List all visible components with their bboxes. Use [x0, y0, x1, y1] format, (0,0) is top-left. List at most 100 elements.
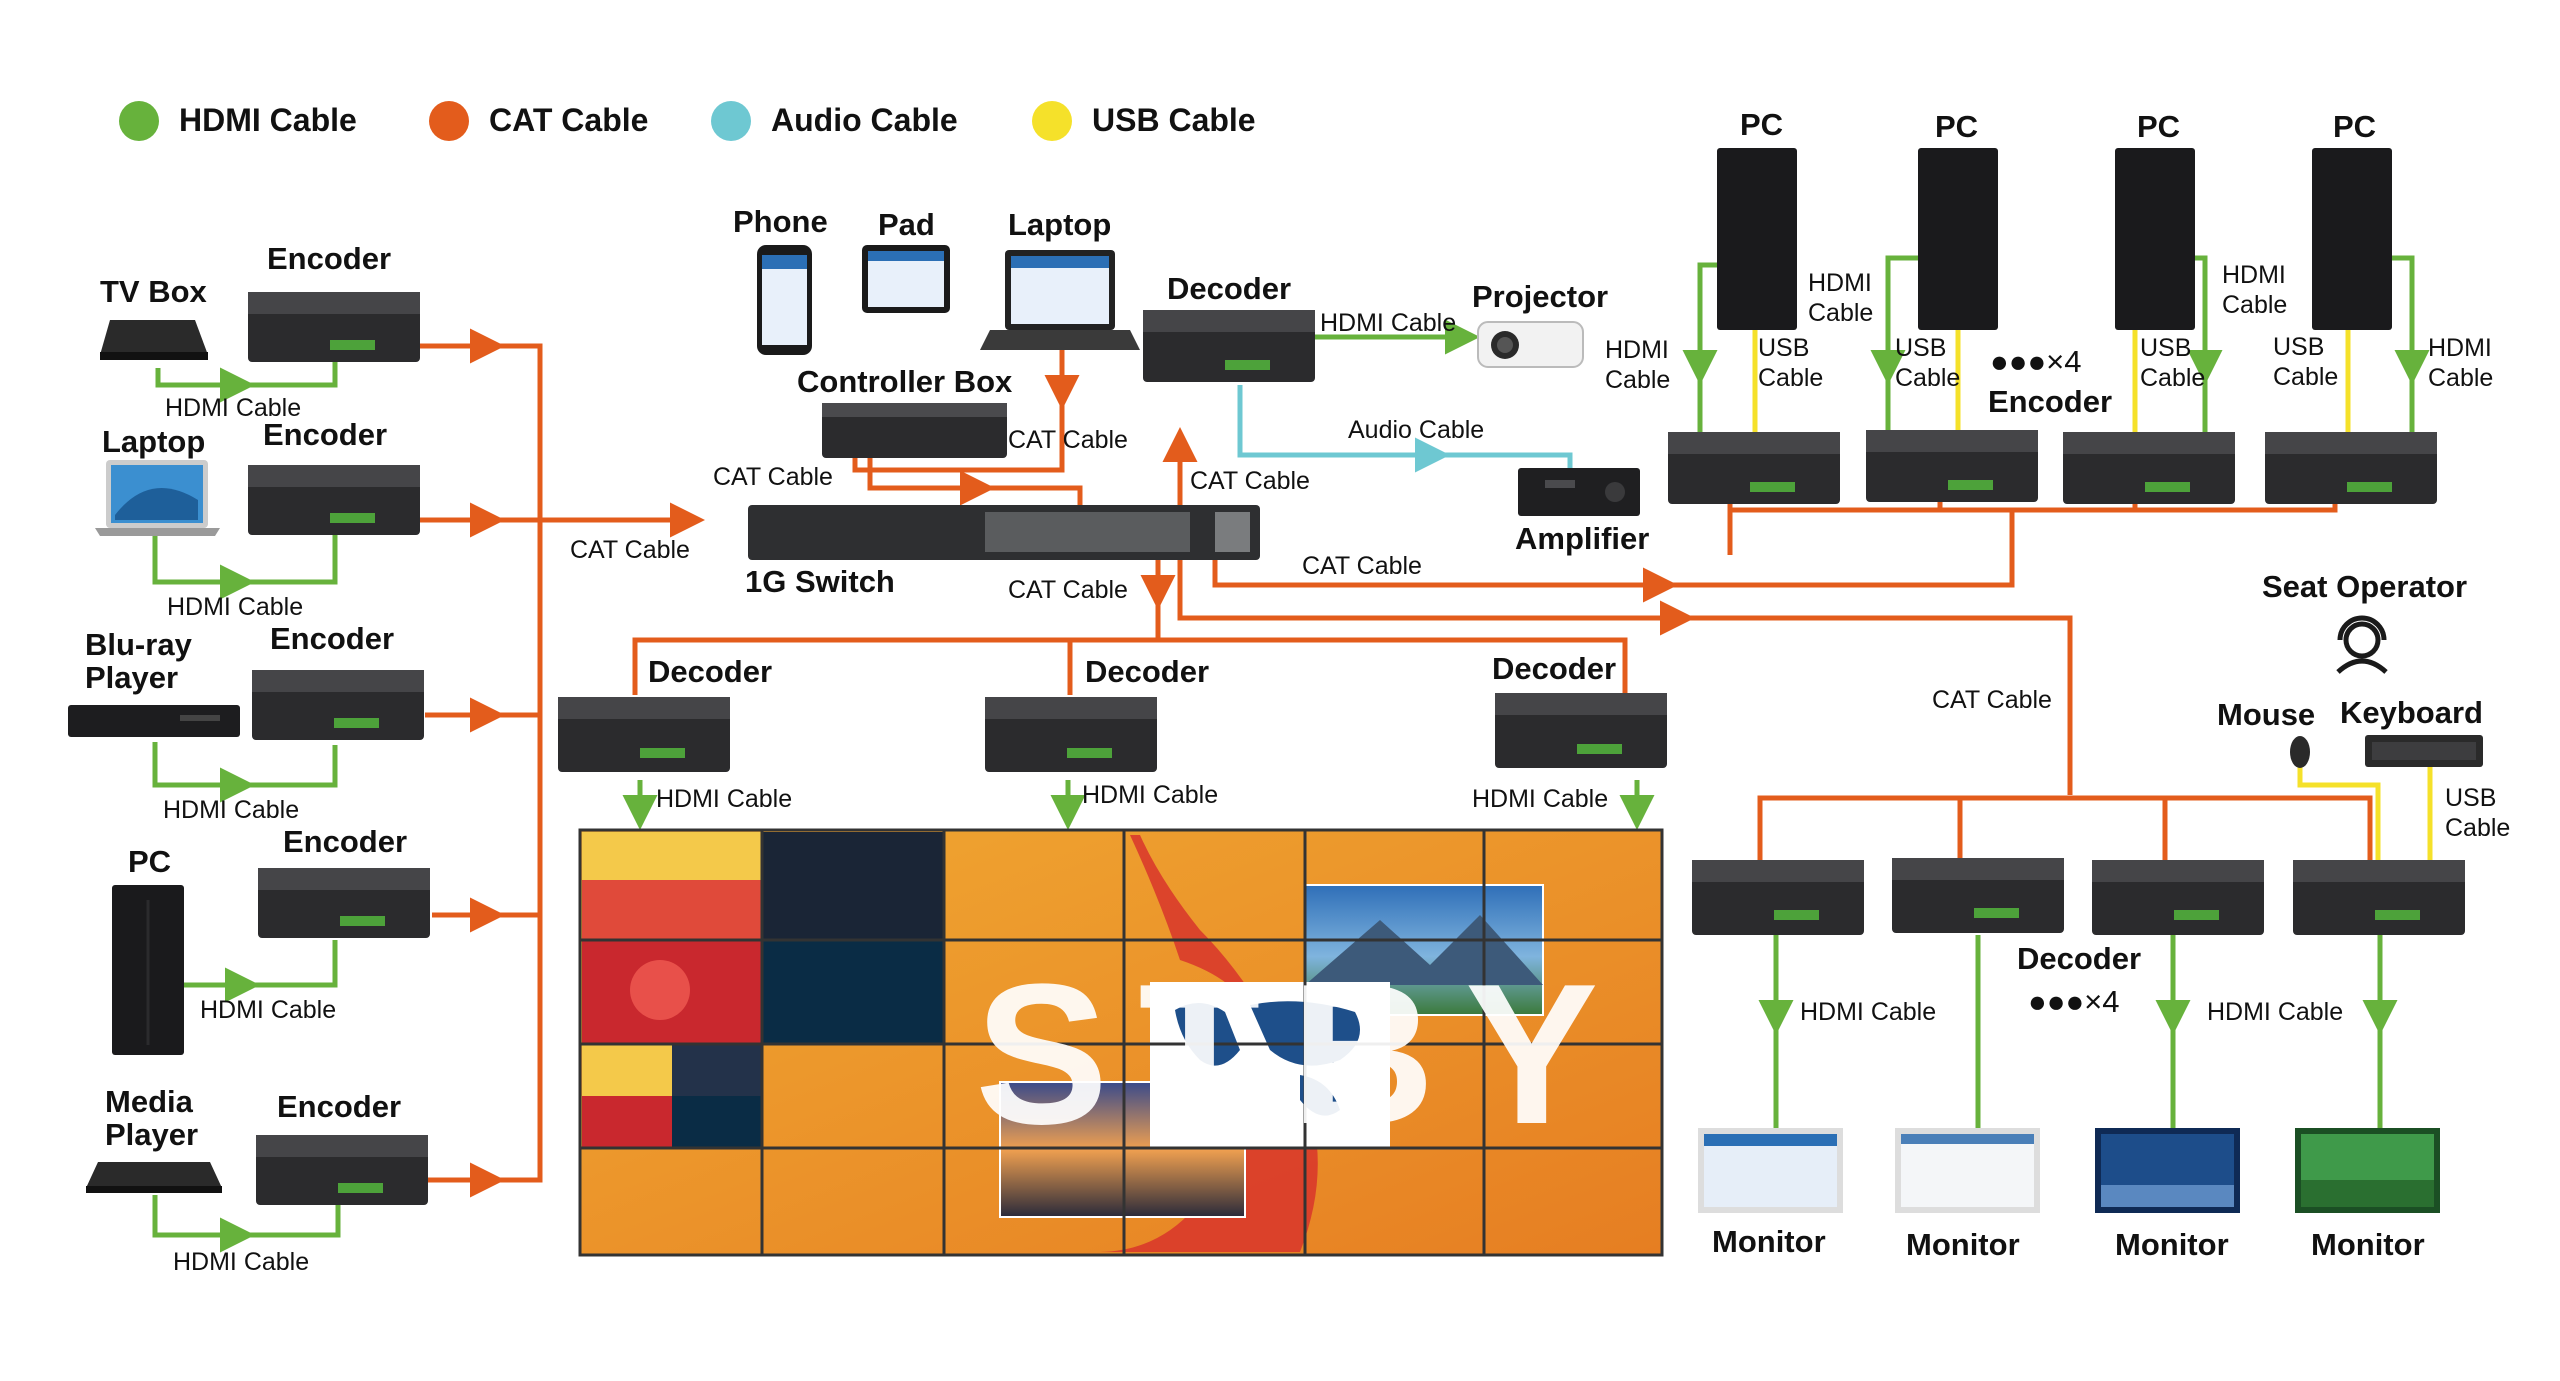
decoder-label: Decoder — [1085, 654, 1210, 689]
hdmi-cable-label: HDMI Cable — [1082, 781, 1219, 809]
hdmi-cable-label: HDMI Cable — [165, 394, 302, 422]
encoder-box — [248, 292, 420, 362]
hdmi-cable-label: HDMI Cable — [163, 796, 300, 824]
seat-operator-label: Seat Operator — [2262, 569, 2468, 604]
audio-cable — [1237, 385, 1573, 473]
legend-cat-dot — [429, 101, 469, 141]
usb-cable-label: USB Cable — [2445, 784, 2511, 842]
decoder-box — [2293, 860, 2465, 935]
monitor-screen — [2295, 1128, 2440, 1213]
hdmi-cable-label: HDMI Cable — [1808, 269, 1874, 327]
pc-source-device — [112, 885, 184, 1055]
legend-audio-label: Audio Cable — [771, 102, 958, 138]
hdmi-cable-label: HDMI Cable — [656, 785, 793, 813]
mouse-device — [2290, 736, 2310, 768]
cat-cable-label: CAT Cable — [1008, 576, 1128, 604]
network-switch — [748, 505, 1260, 560]
keyboard-label: Keyboard — [2340, 695, 2483, 730]
media-player-device — [86, 1162, 222, 1193]
hdmi-cable-label: HDMI Cable — [173, 1248, 310, 1276]
encoder-box — [256, 1135, 428, 1205]
encoder-box — [258, 868, 430, 938]
monitors — [1698, 1128, 2440, 1213]
decoder-box — [558, 697, 730, 772]
monitor-label: Monitor — [2115, 1227, 2229, 1262]
times4-label: ●●●×4 — [2028, 984, 2120, 1019]
monitor-label: Monitor — [1712, 1224, 1826, 1259]
hdmi-cable-label: HDMI Cable — [2207, 998, 2344, 1026]
usb-cables — [1752, 330, 2433, 860]
decoder-box — [985, 697, 1157, 772]
decoder-label: Decoder — [1492, 651, 1617, 686]
decoder-box — [2092, 860, 2264, 935]
pc-tower — [1717, 148, 1797, 330]
laptop-controller-label: Laptop — [1008, 207, 1112, 242]
encoder-box — [248, 465, 420, 535]
pc-tower — [2312, 148, 2392, 330]
hdmi-cable-label: HDMI Cable — [1472, 785, 1609, 813]
monitor-label: Monitor — [2311, 1227, 2425, 1262]
usb-cable-label: USB Cable — [1895, 334, 1961, 392]
encoder-label: Encoder — [263, 417, 388, 452]
legend — [119, 101, 1072, 141]
times4-label: ●●●×4 — [1990, 344, 2082, 379]
legend-cat-label: CAT Cable — [489, 102, 649, 138]
pc-tower — [2115, 148, 2195, 330]
keyboard-device — [2365, 735, 2483, 767]
pc-label: PC — [1935, 109, 1979, 144]
encoder-box — [2063, 432, 2235, 504]
encoder-label: Encoder — [277, 1089, 402, 1124]
cat-cable-label: CAT Cable — [1190, 467, 1310, 495]
cat-cable-label: CAT Cable — [570, 536, 690, 564]
projector-label: Projector — [1472, 279, 1609, 314]
pad-device — [862, 245, 950, 313]
monitor-screen — [1895, 1128, 2040, 1213]
legend-usb-label: USB Cable — [1092, 102, 1256, 138]
tv-box-label: TV Box — [100, 274, 207, 309]
hdmi-cable-label: HDMI Cable — [1320, 309, 1457, 337]
pc-towers — [1717, 148, 2392, 330]
usb-cable-label: USB Cable — [1758, 334, 1824, 392]
tv-box-device — [100, 320, 208, 360]
audio-cable-label: Audio Cable — [1348, 416, 1485, 444]
legend-hdmi-dot — [119, 101, 159, 141]
legend-usb-dot — [1032, 101, 1072, 141]
cat-cable-label: CAT Cable — [1008, 426, 1128, 454]
hdmi-cable-label: HDMI Cable — [1605, 336, 1671, 394]
legend-hdmi-label: HDMI Cable — [179, 102, 357, 138]
encoder-box — [252, 670, 424, 740]
controller-box-device — [822, 403, 1007, 458]
pc-tower — [1918, 148, 1998, 330]
cat-cable-label: CAT Cable — [713, 463, 833, 491]
pad-label: Pad — [878, 207, 935, 242]
monitor-label: Monitor — [1906, 1227, 2020, 1262]
decoder-box — [1692, 860, 1864, 935]
bluray-device — [68, 705, 240, 737]
usb-cable-label: USB Cable — [2140, 334, 2206, 392]
projector-device — [1477, 321, 1584, 368]
bluray-label: Blu-ray Player — [85, 627, 192, 696]
encoder-box — [1668, 432, 1840, 504]
encoder-group-label: Encoder — [1988, 384, 2113, 419]
encoder-box — [1866, 430, 2038, 502]
media-player-label: Media Player — [105, 1084, 199, 1153]
decoder-box — [1892, 858, 2064, 933]
decoder-group-label: Decoder — [2017, 941, 2142, 976]
laptop-source-label: Laptop — [102, 424, 206, 459]
monitor-screen — [2095, 1128, 2240, 1213]
seat-operator-icon — [2336, 615, 2388, 674]
legend-audio-dot — [711, 101, 751, 141]
hdmi-cable-label: HDMI Cable — [2222, 261, 2288, 319]
usb-cable-label: USB Cable — [2273, 333, 2339, 391]
video-wall — [578, 828, 1664, 1257]
decoder-label: Decoder — [1167, 271, 1292, 306]
decoder-box — [1495, 693, 1667, 768]
laptop-controller-device — [980, 250, 1140, 350]
decoder-label: Decoder — [648, 654, 773, 689]
encoder-label: Encoder — [270, 621, 395, 656]
amplifier-label: Amplifier — [1515, 521, 1650, 556]
phone-device — [757, 245, 812, 355]
mouse-label: Mouse — [2217, 697, 2316, 732]
controller-box-label: Controller Box — [797, 364, 1013, 399]
